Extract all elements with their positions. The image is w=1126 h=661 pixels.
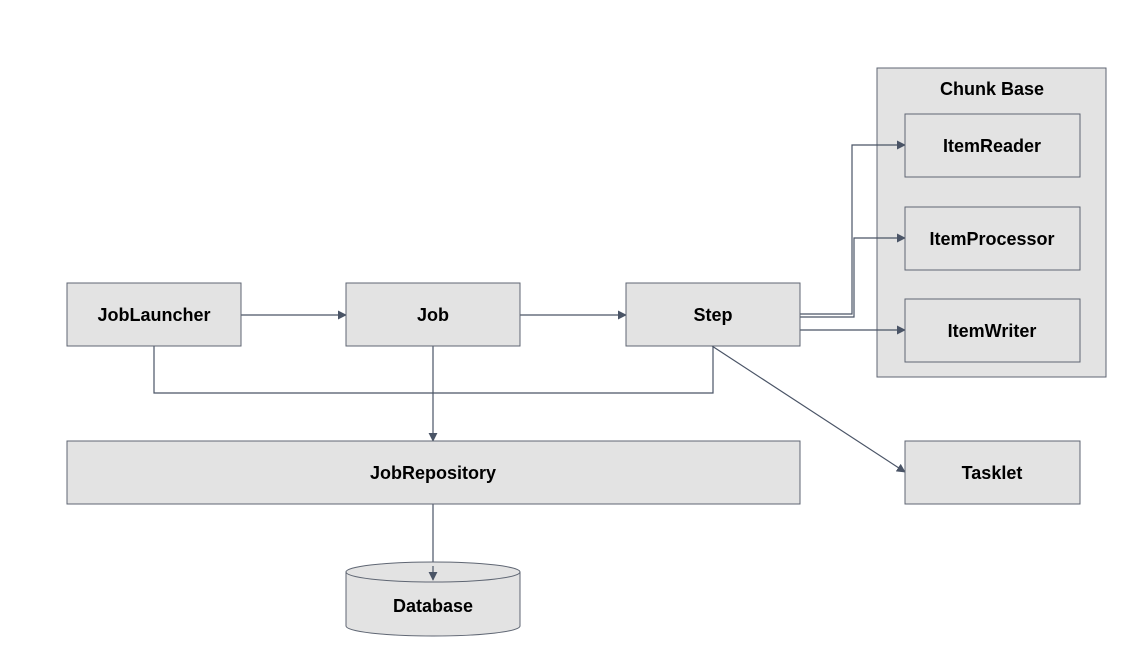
itemprocessor-label: ItemProcessor	[929, 229, 1054, 249]
node-jobrepository[interactable]: JobRepository	[66, 440, 801, 505]
jobrepository-label: JobRepository	[370, 463, 496, 483]
database-label: Database	[393, 596, 473, 616]
node-job[interactable]: Job	[345, 282, 521, 347]
joblauncher-label: JobLauncher	[97, 305, 210, 325]
edge-step-itemreader	[800, 140, 906, 315]
node-itemwriter[interactable]: ItemWriter	[904, 298, 1081, 363]
step-label: Step	[693, 305, 732, 325]
node-itemprocessor[interactable]: ItemProcessor	[904, 206, 1081, 271]
edges	[153, 140, 906, 581]
job-label: Job	[417, 305, 449, 325]
itemwriter-label: ItemWriter	[948, 321, 1037, 341]
edge-step-itemprocessor	[800, 233, 906, 318]
node-joblauncher[interactable]: JobLauncher	[66, 282, 242, 347]
node-itemreader[interactable]: ItemReader	[904, 113, 1081, 178]
node-step[interactable]: Step	[625, 282, 801, 347]
tasklet-label: Tasklet	[962, 463, 1023, 483]
edge-step-tasklet	[711, 345, 906, 473]
chunk-base-label: Chunk Base	[940, 79, 1044, 99]
node-tasklet[interactable]: Tasklet	[904, 440, 1081, 505]
itemreader-label: ItemReader	[943, 136, 1041, 156]
node-database[interactable]: Database	[345, 561, 521, 637]
